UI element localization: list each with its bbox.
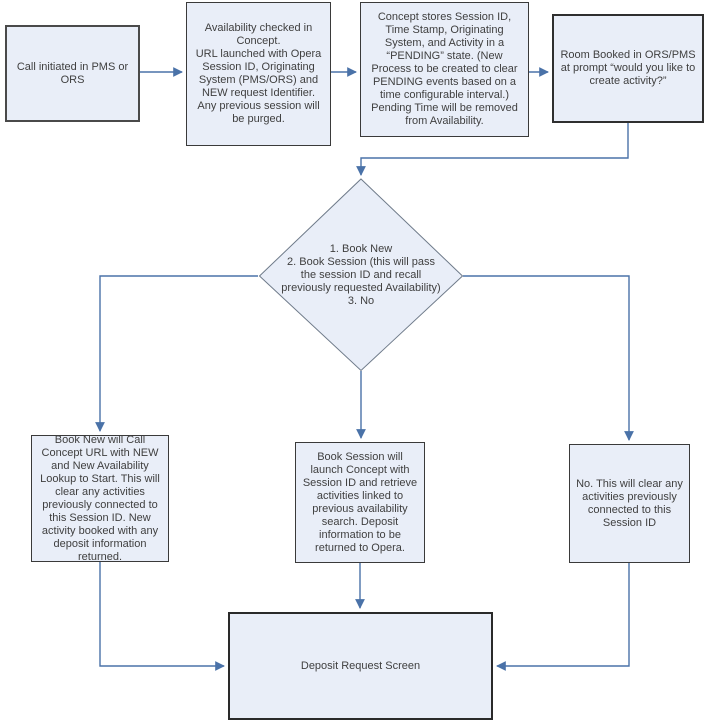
flow-node-concept-stores: Concept stores Session ID, Time Stamp, O… (360, 2, 529, 137)
flow-node-book-new: Book New will Call Concept URL with NEW … (31, 434, 169, 563)
connector-room-to-decision (356, 123, 629, 176)
flow-node-availability-checked: Availability checked in Concept. URL lau… (186, 2, 331, 146)
connector-decision-to-no (463, 275, 634, 441)
flow-node-call-initiated: Call initiated in PMS or ORS (5, 25, 140, 122)
flow-node-no-clear: No. This will clear any activities previ… (569, 444, 690, 563)
decision-diamond-shape (258, 178, 464, 372)
flow-node-room-booked: Room Booked in ORS/PMS at prompt “would … (552, 14, 704, 123)
flow-node-book-session: Book Session will launch Concept with Se… (295, 442, 425, 563)
connector-no-to-deposit (496, 563, 630, 671)
connector-decision-to-book-new (95, 275, 258, 432)
flow-node-deposit-request: Deposit Request Screen (228, 612, 493, 720)
decision-diamond-label: 1. Book New 2. Book Session (this will p… (281, 242, 441, 307)
connector-book-new-to-deposit (99, 562, 225, 671)
